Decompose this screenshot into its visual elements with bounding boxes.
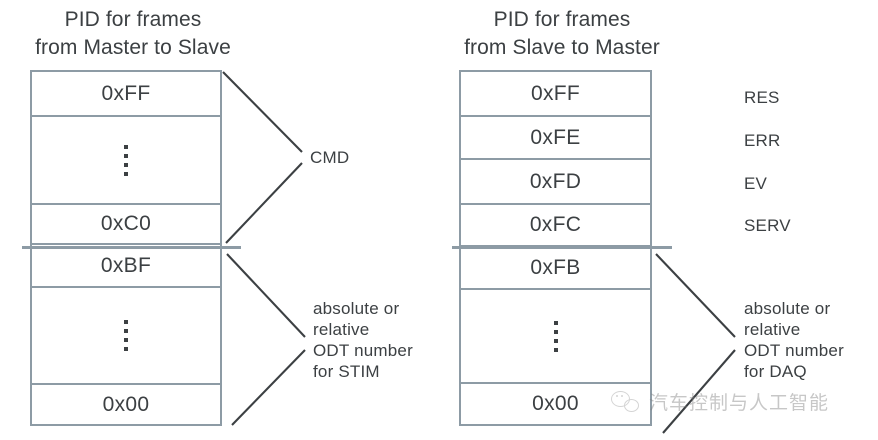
group-label-daq-line-4: for DAQ (744, 362, 807, 381)
group-label-stim: absolute or relative ODT number for STIM (313, 298, 413, 382)
watermark-text: 汽车控制与人工智能 (649, 392, 830, 414)
group-label-stim-line-1: absolute or (313, 299, 400, 318)
side-label-ev: EV (744, 174, 768, 193)
leader-cmd-top (222, 71, 303, 153)
table-row: 0xFF (32, 72, 220, 117)
group-label-stim-line-4: for STIM (313, 362, 380, 381)
leader-cmd-bottom (225, 162, 303, 244)
pid-value: 0x00 (532, 392, 579, 415)
group-label-daq-line-2: relative (744, 320, 801, 339)
side-label-err: ERR (744, 131, 781, 150)
pid-value: 0x00 (102, 392, 150, 416)
right-table-title: PID for frames from Slave to Master (437, 6, 687, 62)
pid-value: 0xBF (100, 253, 152, 277)
pid-value: 0xC0 (100, 212, 152, 235)
left-title-line-2: from Master to Slave (35, 36, 231, 59)
table-row: 0x00 (32, 385, 220, 424)
side-label-serv: SERV (744, 216, 791, 235)
vertical-ellipsis-icon (124, 320, 128, 351)
pid-value: 0xFD (529, 169, 582, 193)
table-row: 0xFB (461, 247, 650, 290)
right-title-line-2: from Slave to Master (464, 36, 660, 59)
vertical-ellipsis-icon (553, 320, 558, 352)
right-boundary-separator (452, 246, 672, 249)
pid-value: 0xFC (529, 213, 582, 236)
group-label-stim-line-2: relative (313, 320, 370, 339)
group-label-cmd-line-1: CMD (310, 148, 350, 167)
pid-value: 0xFF (530, 81, 581, 105)
pid-value: 0xFB (530, 255, 581, 279)
table-row (32, 288, 220, 385)
group-label-stim-line-3: ODT number (313, 341, 413, 360)
watermark: 汽车控制与人工智能 (611, 388, 829, 415)
table-row: 0xBF (32, 245, 220, 288)
table-row: 0xFF (461, 72, 650, 117)
table-row: 0xC0 (32, 205, 220, 245)
side-label-res: RES (744, 88, 780, 107)
right-title-line-1: PID for frames (493, 8, 631, 31)
group-label-daq: absolute or relative ODT number for DAQ (744, 298, 844, 382)
table-row: 0xFE (461, 117, 650, 160)
left-title-line-1: PID for frames (64, 8, 202, 31)
wechat-icon (611, 390, 641, 413)
group-label-daq-line-1: absolute or (744, 299, 831, 318)
pid-value: 0xFF (101, 81, 151, 105)
vertical-ellipsis-icon (124, 144, 128, 176)
table-row (461, 290, 650, 384)
group-label-daq-line-3: ODT number (744, 341, 844, 360)
leader-daq-top (655, 253, 736, 338)
leader-stim-top (226, 253, 306, 338)
table-row: 0xFD (461, 160, 650, 205)
table-row (32, 117, 220, 205)
table-row: 0xFC (461, 205, 650, 247)
group-label-cmd: CMD (310, 147, 349, 168)
left-boundary-separator (22, 246, 241, 249)
left-pid-table: 0xFF 0xC0 0xBF 0x00 (30, 70, 222, 426)
left-table-title: PID for frames from Master to Slave (8, 6, 258, 62)
leader-stim-bottom (231, 349, 306, 426)
pid-value: 0xFE (530, 125, 581, 149)
